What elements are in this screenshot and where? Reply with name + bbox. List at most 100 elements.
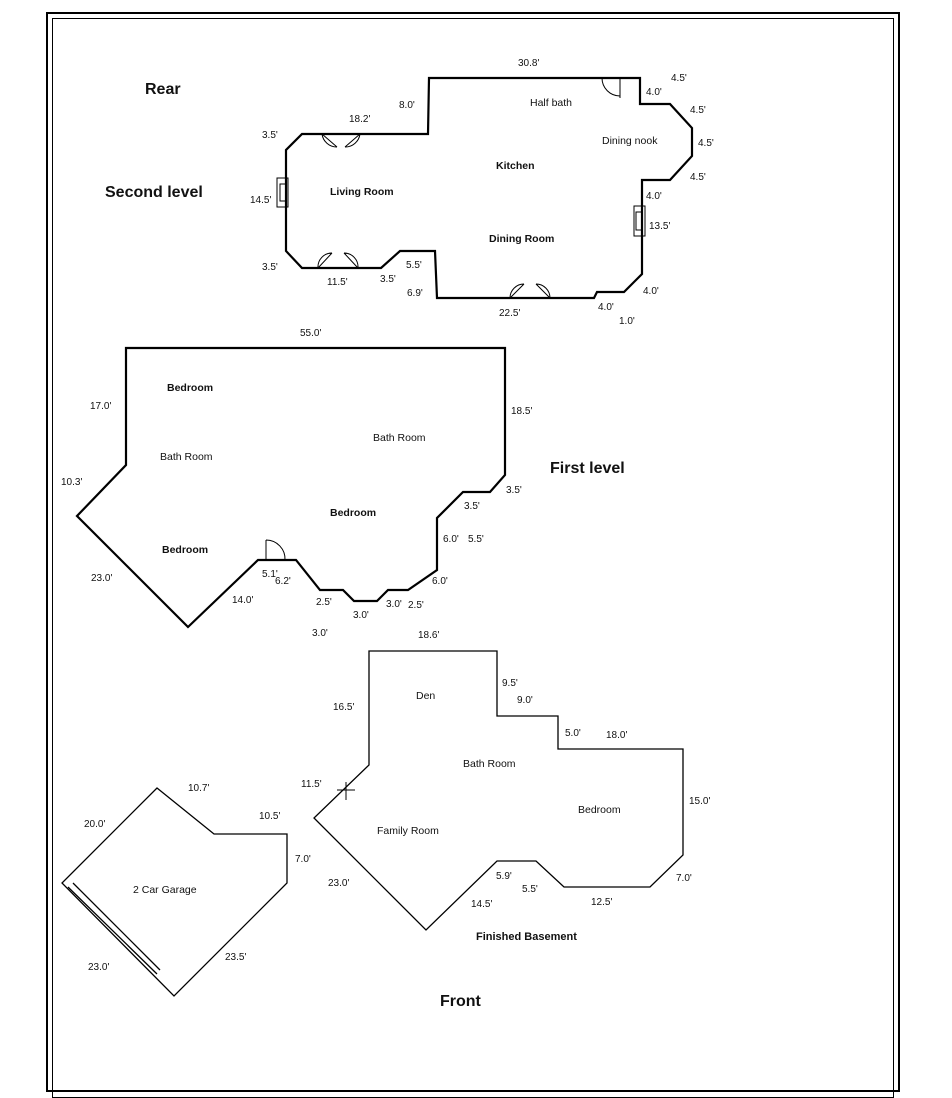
dim-label: 3.0' — [353, 610, 369, 621]
dim-label: 4.0' — [643, 286, 659, 297]
garage-plan: 2 Car Garage 20.0' 10.7' 10.5' 7.0' 23.5… — [61, 783, 311, 997]
dim-label: 2.5' — [408, 600, 424, 611]
room-half-bath: Half bath — [530, 97, 572, 109]
dim-label: 5.9' — [496, 871, 512, 882]
dim-label: 10.7' — [188, 783, 209, 794]
left-fireplace-inner-icon — [279, 183, 287, 202]
room-living-room: Living Room — [330, 186, 394, 198]
dim-label: 5.5' — [468, 534, 484, 545]
dim-label: 6.2' — [275, 576, 291, 587]
garage-label: 2 Car Garage — [133, 884, 197, 896]
garage-outline — [61, 787, 288, 997]
first-level-heading: First level — [550, 460, 625, 477]
dim-label: 5.5' — [522, 884, 538, 895]
basement-door-icon — [337, 782, 355, 800]
dim-label: 2.5' — [316, 597, 332, 608]
dim-label: 23.0' — [328, 878, 349, 889]
dim-label: 17.0' — [90, 401, 111, 412]
finished-basement-heading: Finished Basement — [476, 931, 577, 943]
dim-label: 3.5' — [506, 485, 522, 496]
front-heading: Front — [440, 993, 482, 1010]
half-bath-door-icon — [601, 77, 621, 98]
garage-door-line — [67, 886, 158, 975]
dim-label: 3.5' — [262, 130, 278, 141]
dim-label: 14.5' — [250, 195, 271, 206]
room-bedroom-center: Bedroom — [330, 507, 376, 519]
dim-label: 1.0' — [619, 316, 635, 327]
dim-label: 12.5' — [591, 897, 612, 908]
dim-label: 23.0' — [88, 962, 109, 973]
dim-label: 18.2' — [349, 114, 370, 125]
rear-heading: Rear — [145, 81, 181, 98]
basement-plan: Den Bath Room Bedroom Family Room 18.6' … — [301, 630, 710, 931]
dim-label: 3.5' — [464, 501, 480, 512]
room-dining-nook: Dining nook — [602, 135, 658, 147]
dim-label: 15.0' — [689, 796, 710, 807]
dim-label: 3.5' — [262, 262, 278, 273]
room-den: Den — [416, 690, 435, 702]
dim-label: 4.0' — [598, 302, 614, 313]
room-bedroom-top: Bedroom — [167, 382, 213, 394]
dim-label: 8.0' — [399, 100, 415, 111]
dim-label: 4.5' — [671, 73, 687, 84]
room-bedroom-left: Bedroom — [162, 544, 208, 556]
garage-door-line — [72, 882, 161, 971]
room-kitchen: Kitchen — [496, 160, 535, 172]
room-dining-room: Dining Room — [489, 233, 554, 245]
first-level-door-icon — [265, 539, 286, 561]
dim-label: 6.0' — [443, 534, 459, 545]
dim-label: 7.0' — [295, 854, 311, 865]
dim-label: 14.5' — [471, 899, 492, 910]
room-family-room: Family Room — [377, 825, 439, 837]
dim-label: 3.0' — [386, 599, 402, 610]
second-level-heading: Second level — [105, 184, 203, 201]
dim-label: 5.0' — [565, 728, 581, 739]
dim-label: 3.0' — [312, 628, 328, 639]
right-fireplace-icon — [633, 205, 646, 237]
dim-label: 4.5' — [698, 138, 714, 149]
dim-label: 11.5' — [327, 277, 348, 288]
room-basement-bath: Bath Room — [463, 758, 516, 770]
dim-label: 11.5' — [301, 779, 322, 790]
dim-label: 7.0' — [676, 873, 692, 884]
living-room-top-door-icon — [321, 133, 361, 148]
dim-label: 22.5' — [499, 308, 520, 319]
dim-label: 4.0' — [646, 191, 662, 202]
dim-label: 13.5' — [649, 221, 670, 232]
room-basement-bedroom: Bedroom — [578, 804, 621, 816]
dim-label: 16.5' — [333, 702, 354, 713]
dim-label: 5.5' — [406, 260, 422, 271]
dim-label: 4.5' — [690, 105, 706, 116]
dim-label: 30.8' — [518, 58, 539, 69]
room-bath-left: Bath Room — [160, 451, 213, 463]
first-level-outline — [75, 346, 507, 629]
dim-label: 4.5' — [690, 172, 706, 183]
dim-label: 18.6' — [418, 630, 439, 641]
second-level-plan: Half bath Dining nook Kitchen Living Roo… — [250, 58, 714, 327]
dim-label: 9.0' — [517, 695, 533, 706]
dim-label: 6.9' — [407, 288, 423, 299]
dim-label: 4.0' — [646, 87, 662, 98]
dim-label: 14.0' — [232, 595, 253, 606]
room-bath-right: Bath Room — [373, 432, 426, 444]
first-level-plan: Bedroom Bath Room Bath Room Bedroom Bedr… — [61, 328, 532, 639]
dim-label: 10.3' — [61, 477, 82, 488]
dim-label: 18.0' — [606, 730, 627, 741]
dining-room-door-icon — [509, 283, 551, 299]
dim-label: 6.0' — [432, 576, 448, 587]
dim-label: 18.5' — [511, 406, 532, 417]
basement-outline — [313, 650, 684, 931]
dim-label: 5.1' — [262, 569, 278, 580]
right-fireplace-inner-icon — [635, 211, 643, 231]
dim-label: 23.5' — [225, 952, 246, 963]
dim-label: 23.0' — [91, 573, 112, 584]
dim-label: 10.5' — [259, 811, 280, 822]
dim-label: 20.0' — [84, 819, 105, 830]
dim-label: 3.5' — [380, 274, 396, 285]
living-room-bottom-door-icon — [317, 252, 359, 269]
dim-label: 9.5' — [502, 678, 518, 689]
left-fireplace-icon — [276, 177, 289, 208]
dim-label: 55.0' — [300, 328, 321, 339]
